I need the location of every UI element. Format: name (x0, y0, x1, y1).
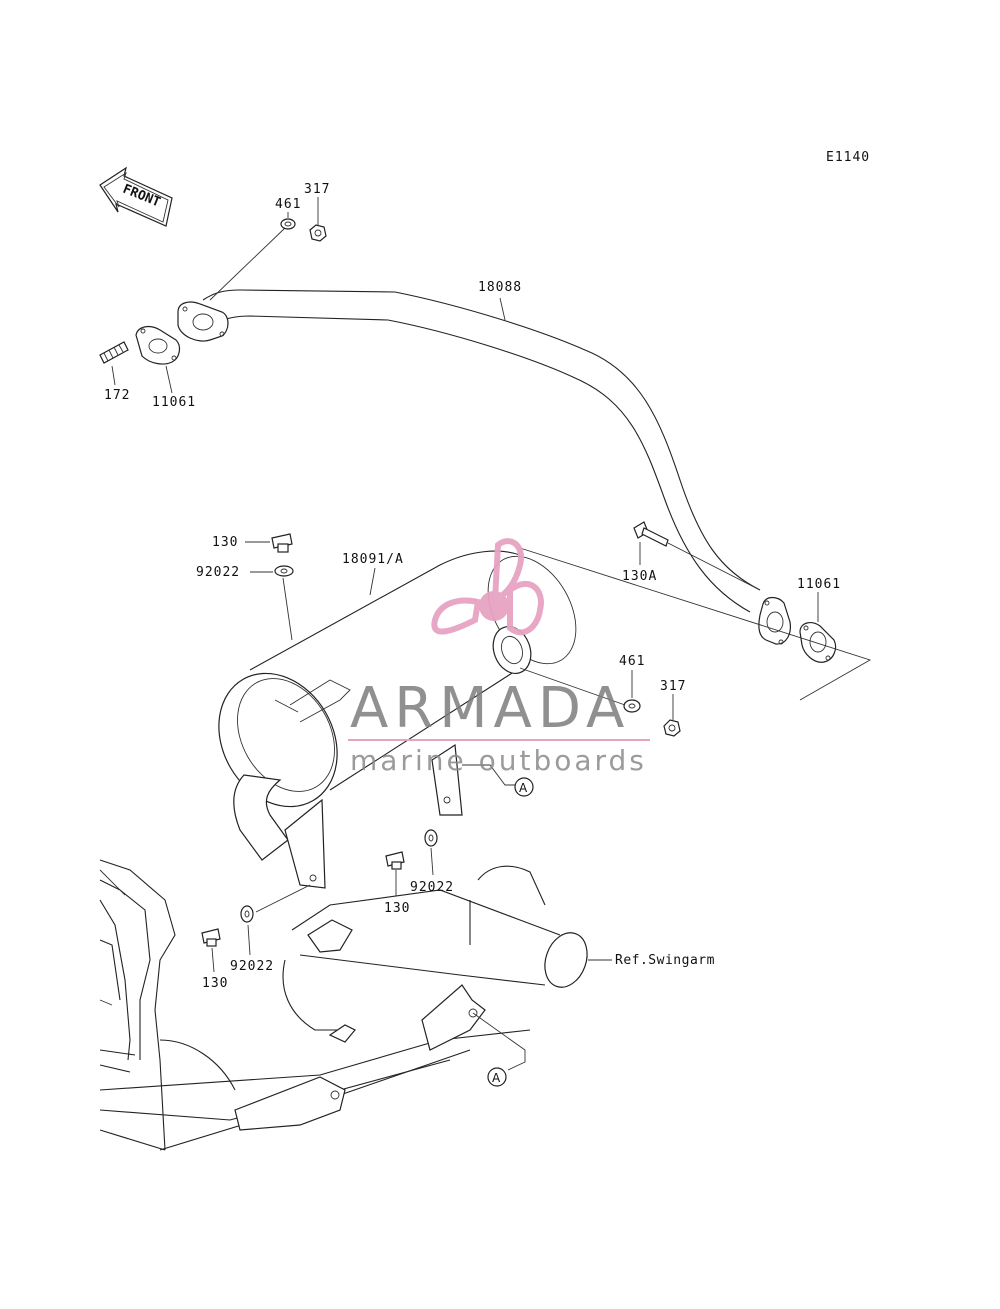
label-11061-left: 11061 (152, 395, 196, 410)
axis-line-top (209, 227, 286, 301)
washer-92022-bottom (240, 905, 254, 923)
washer-92022-top (274, 565, 294, 577)
label-317-top: 317 (304, 182, 330, 197)
connector-a-lower-label: A (492, 1071, 501, 1085)
connector-a-lower (487, 1067, 507, 1087)
label-172: 172 (104, 388, 130, 403)
axis-line-461 (519, 667, 626, 706)
watermark-logo-icon (431, 538, 544, 636)
diagram-code: E1140 (826, 150, 870, 165)
axis-line-muffler-top (282, 577, 293, 641)
gasket-11061-right (799, 622, 837, 663)
leader-18091a (369, 567, 376, 596)
frame-swingarm (99, 859, 588, 1151)
bolt-130-bottom (201, 928, 221, 947)
exhaust-pipe-18088 (177, 289, 791, 645)
leader-130-bottom (211, 947, 215, 973)
label-18091a: 18091/A (342, 552, 404, 567)
leader-18088 (499, 297, 506, 321)
label-461-top: 461 (275, 197, 301, 212)
label-130-bottom: 130 (202, 976, 228, 991)
watermark-tagline: marine outboards (350, 744, 647, 777)
washer-92022-mid (424, 829, 438, 847)
leader-a-lower (472, 1012, 526, 1071)
watermark-brand: ARMADA (350, 676, 630, 741)
axis-line-92022-bottom (255, 884, 311, 913)
leader-92022-mid (430, 847, 434, 876)
washer-461-top (280, 218, 296, 230)
nut-317-top (309, 224, 327, 242)
label-130-mid: 130 (384, 901, 410, 916)
label-130a: 130A (622, 569, 657, 584)
axis-line-130a (667, 542, 761, 591)
connector-a-upper-label: A (519, 781, 528, 795)
label-18088: 18088 (478, 280, 522, 295)
muffler-18091a (218, 550, 577, 889)
leader-a-upper (462, 764, 515, 786)
label-92022-top: 92022 (196, 565, 240, 580)
label-130-top: 130 (212, 535, 238, 550)
bolt-130-top (271, 533, 293, 553)
front-arrow-icon: FRONT (99, 166, 173, 227)
nut-317-right (663, 719, 681, 737)
frame-line-right (519, 547, 872, 701)
stud-172 (99, 341, 129, 364)
label-ref-swingarm: Ref.Swingarm (615, 953, 715, 968)
label-461-right: 461 (619, 654, 645, 669)
gasket-11061-left (135, 325, 181, 365)
leader-11061-left (165, 365, 173, 394)
bolt-130-mid (385, 851, 405, 870)
leader-172 (111, 365, 116, 386)
bolt-130a (633, 521, 669, 547)
leader-92022-bottom (247, 924, 251, 956)
washer-461-right (623, 699, 641, 713)
connector-a-upper (514, 777, 534, 797)
label-317-right: 317 (660, 679, 686, 694)
label-92022-bottom: 92022 (230, 959, 274, 974)
label-11061-right: 11061 (797, 577, 841, 592)
